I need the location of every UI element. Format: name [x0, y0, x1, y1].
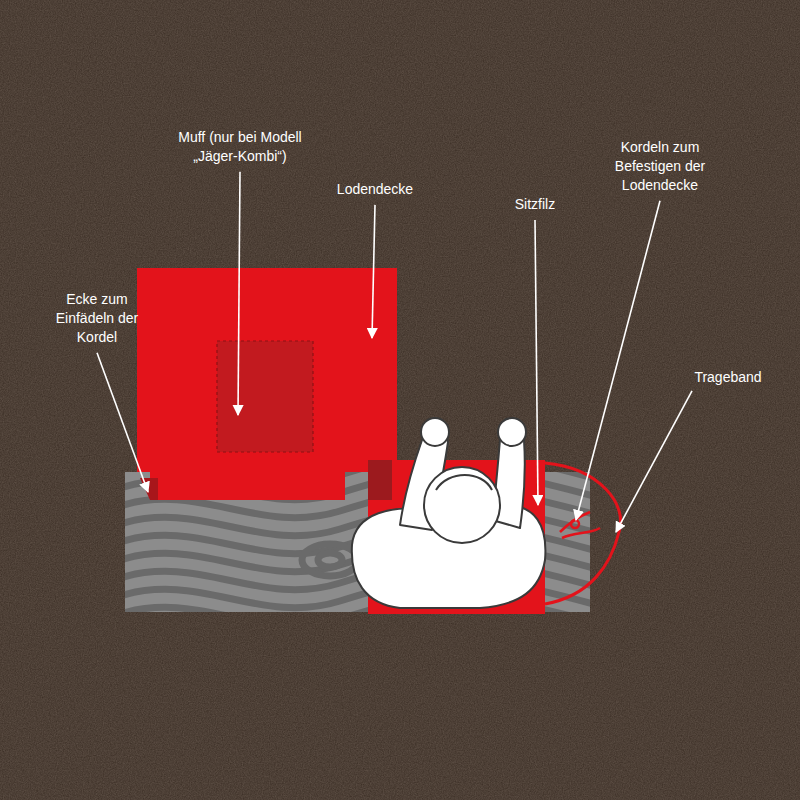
- callout-label: Kordeln zum Befestigen der Lodendecke: [593, 138, 728, 195]
- leader-arrow: [372, 205, 375, 338]
- muff: [217, 341, 313, 452]
- leader-arrow: [535, 220, 538, 505]
- seated-person: [352, 418, 546, 608]
- callout-label: Trageband: [678, 368, 778, 387]
- loden-blanket: [137, 268, 397, 500]
- wooden-bench: [120, 453, 600, 626]
- callout-label: Muff (nur bei Modell „Jäger-Kombi“): [170, 128, 310, 166]
- leader-arrow: [616, 391, 692, 532]
- callout-label: Ecke zum Einfädeln der Kordel: [42, 290, 152, 347]
- cords: [560, 512, 600, 538]
- carry-strap: [545, 463, 621, 604]
- leader-arrow: [97, 353, 148, 492]
- callout-label: Sitzfilz: [490, 195, 580, 214]
- callout-label: Lodendecke: [320, 180, 430, 199]
- leader-arrow: [238, 172, 240, 415]
